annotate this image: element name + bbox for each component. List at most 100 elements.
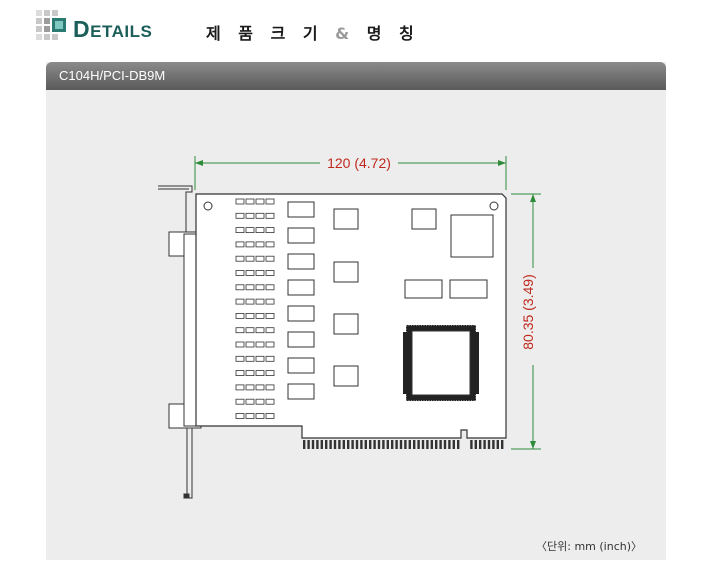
edge-finger <box>439 440 442 449</box>
resistor <box>235 413 245 419</box>
edge-finger <box>470 440 473 449</box>
edge-finger <box>373 440 376 449</box>
edge-finger <box>479 440 482 449</box>
resistor <box>265 212 275 219</box>
resistor <box>245 270 255 276</box>
edge-finger <box>338 440 341 449</box>
mounting-hole-right <box>489 201 499 211</box>
edge-finger <box>421 440 425 449</box>
diagram-panel: C104H/PCI-DB9M 120 (4.72) 80.35 (3.49) <box>46 62 666 560</box>
chip-1 <box>333 208 359 230</box>
edge-finger <box>316 440 319 449</box>
page-title: DETAILS <box>73 16 152 43</box>
resistor <box>245 312 255 319</box>
module <box>287 253 315 270</box>
resistor <box>235 370 245 377</box>
chip-7 <box>404 279 443 299</box>
resistor <box>245 212 255 219</box>
resistor <box>245 341 255 348</box>
edge-finger <box>351 440 354 449</box>
edge-finger <box>404 440 407 449</box>
resistor <box>265 298 275 305</box>
resistor <box>245 327 255 334</box>
height-arrow-bottom <box>530 441 536 449</box>
unit-note: 〈단위: mm (inch)〉 <box>536 540 642 553</box>
edge-finger <box>457 440 460 449</box>
panel-title-bar: C104H/PCI-DB9M <box>46 62 666 90</box>
chip-5 <box>411 208 437 230</box>
chip-3 <box>333 313 359 335</box>
edge-finger <box>426 440 429 449</box>
module <box>287 357 315 374</box>
resistor <box>255 327 265 334</box>
chip-8 <box>449 279 488 299</box>
edge-finger <box>413 440 416 449</box>
resistor <box>265 198 275 205</box>
resistor <box>265 398 275 405</box>
resistor <box>265 241 275 248</box>
resistor <box>255 255 265 262</box>
resistor <box>235 355 245 362</box>
width-arrow-right <box>498 160 506 166</box>
resistor <box>265 384 275 391</box>
resistor <box>265 341 275 348</box>
resistor <box>235 327 245 334</box>
resistor <box>235 212 245 219</box>
resistor <box>255 212 265 219</box>
module <box>287 201 315 218</box>
resistor <box>265 327 275 334</box>
edge-finger <box>369 440 372 449</box>
height-dimension <box>511 193 541 450</box>
resistor <box>245 370 255 377</box>
resistor <box>255 355 265 362</box>
transceiver-column <box>287 201 315 400</box>
resistor <box>255 241 265 248</box>
module <box>287 331 315 348</box>
resistor <box>245 298 255 305</box>
edge-finger <box>474 440 477 449</box>
resistor <box>245 241 255 248</box>
resistor <box>235 298 245 305</box>
main-controller-chip <box>403 324 479 402</box>
resistor <box>255 298 265 305</box>
resistor <box>265 284 275 291</box>
width-label: 120 (4.72) <box>327 155 391 171</box>
edge-finger <box>342 440 345 449</box>
height-label: 80.35 (3.49) <box>520 274 536 350</box>
resistor <box>235 312 245 319</box>
resistor <box>255 312 265 319</box>
resistor <box>245 398 255 405</box>
edge-finger <box>487 440 491 449</box>
mounting-hole-left <box>203 201 213 211</box>
edge-finger <box>320 440 323 449</box>
width-arrow-left <box>195 160 203 166</box>
resistor <box>245 198 255 205</box>
module <box>287 227 315 244</box>
edge-finger <box>333 440 337 449</box>
edge-finger <box>408 440 411 449</box>
edge-finger <box>496 440 499 449</box>
resistor <box>255 341 265 348</box>
resistor <box>235 384 245 391</box>
edge-finger <box>391 440 394 449</box>
resistor <box>265 355 275 362</box>
resistor <box>255 227 265 234</box>
panel-title: C104H/PCI-DB9M <box>59 68 166 83</box>
resistor <box>235 241 245 248</box>
chip-4 <box>333 365 359 387</box>
edge-finger <box>399 440 403 449</box>
module <box>287 383 315 400</box>
edge-finger <box>347 440 350 449</box>
resistor <box>235 398 245 405</box>
width-dimension <box>194 156 507 190</box>
resistor <box>245 413 255 419</box>
edge-finger <box>386 440 389 449</box>
edge-finger <box>483 440 486 449</box>
chip-6 <box>450 214 494 258</box>
resistor <box>245 384 255 391</box>
edge-finger <box>355 440 359 449</box>
page-subtitle-amp: & <box>335 24 356 43</box>
chip-die <box>411 330 471 396</box>
edge-finger <box>382 440 385 449</box>
resistor <box>245 355 255 362</box>
